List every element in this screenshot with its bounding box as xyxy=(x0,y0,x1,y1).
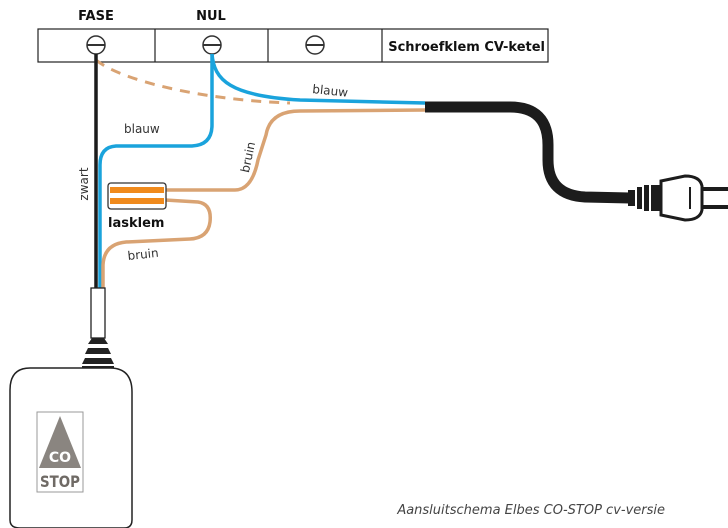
terminal-label-fase: FASE xyxy=(78,9,114,24)
wire-label-bruin-upper: bruin xyxy=(238,140,258,173)
power-cable xyxy=(425,101,631,204)
logo-text-co: CO xyxy=(49,450,71,466)
wire-label-zwart: zwart xyxy=(77,167,91,200)
dashed-brown-wire xyxy=(95,58,291,105)
screw-icon xyxy=(86,35,106,55)
terminal-label-nul: NUL xyxy=(196,9,226,24)
warning-triangle-icon xyxy=(39,416,81,468)
logo-text-stop: STOP xyxy=(40,472,80,491)
lasklem-connector xyxy=(107,182,167,210)
terminal-block-title: Schroefklem CV-ketel xyxy=(388,40,545,55)
screw-icon xyxy=(305,35,325,55)
terminal-block-frame xyxy=(37,28,549,63)
brown-wire-upper xyxy=(165,108,426,192)
co-stop-logo: CO STOP xyxy=(36,411,84,493)
wire-label-blauw-mid: blauw xyxy=(124,122,160,136)
terminal-block: FASE NUL Schroefklem CV-ketel xyxy=(37,9,549,63)
power-plug xyxy=(628,174,728,222)
brown-wire-lower xyxy=(101,198,212,290)
wire-label-blauw-top: blauw xyxy=(312,82,349,100)
device-cable xyxy=(82,287,114,370)
diagram-caption: Aansluitschema Elbes CO-STOP cv-versie xyxy=(396,503,665,518)
blue-wire-to-device xyxy=(98,54,214,290)
lasklem-label: lasklem xyxy=(108,216,164,231)
wire-label-bruin-lower: bruin xyxy=(127,246,159,263)
screw-icon xyxy=(202,35,222,55)
